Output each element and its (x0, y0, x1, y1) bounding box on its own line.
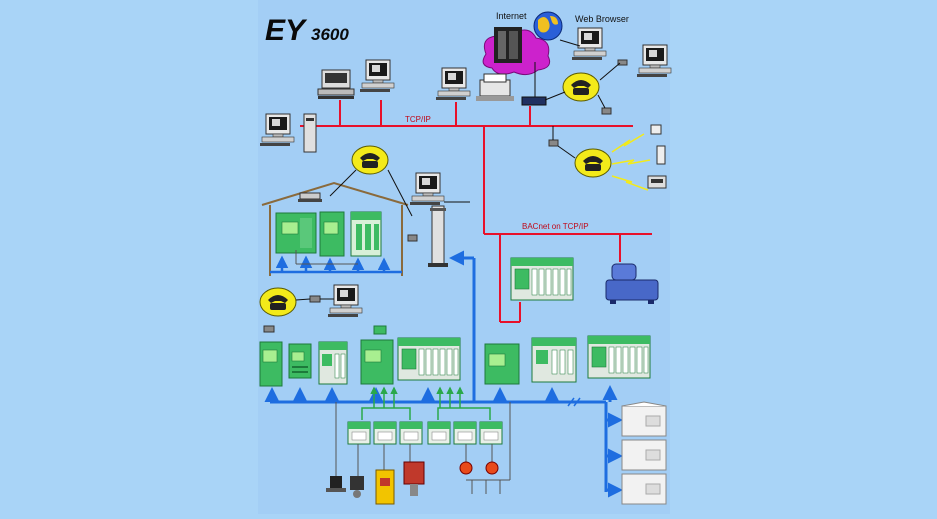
io-module-icon (479, 421, 503, 445)
io-module-icon (399, 421, 423, 445)
modem-icon (617, 59, 628, 66)
logo-icon: EY 3600 (265, 14, 349, 47)
tcpip-label: TCP/IP (405, 115, 431, 124)
controller-icon (360, 339, 394, 385)
actuator-icon (459, 461, 499, 475)
modem-icon (601, 107, 612, 115)
internet-label: Internet (496, 11, 527, 21)
io-module-icon (347, 421, 371, 445)
field-bus (264, 385, 623, 498)
tcpip-network: TCP/IP (300, 100, 633, 234)
pager-icon (650, 124, 662, 135)
room-unit-icon (373, 325, 387, 335)
controller-rack (397, 337, 461, 381)
logo-model: 3600 (311, 25, 349, 44)
modem-icon (309, 295, 321, 303)
bacnet-network: BACnet on TCP/IP (484, 222, 652, 323)
field-wiring (335, 402, 511, 494)
globe-icon (533, 11, 563, 41)
controller-rack (510, 257, 574, 301)
io-module-icon (427, 421, 451, 445)
house-bus (270, 255, 402, 274)
phone-icon (647, 175, 667, 189)
phone-icon (574, 148, 612, 178)
field-bus-riser (449, 250, 476, 402)
actuator-icon (403, 461, 425, 496)
actuator-icon (375, 469, 395, 505)
laptop-icon (298, 192, 322, 202)
modem-icon (263, 325, 275, 333)
workstation-icon (317, 69, 355, 99)
actuator-icon (326, 476, 346, 492)
controller-icon (288, 343, 312, 379)
room-unit-icon (621, 401, 667, 437)
actuator-icon (350, 476, 364, 498)
controller-icon (275, 212, 317, 254)
io-module-icon (350, 211, 382, 257)
workstation-icon (259, 113, 317, 153)
bacnet-label: BACnet on TCP/IP (522, 222, 589, 231)
controller-rack (587, 335, 651, 379)
pager-icon (656, 145, 666, 165)
phone-icon (259, 287, 297, 317)
io-module-icon (453, 421, 477, 445)
io-module-icon (373, 421, 397, 445)
controller-icon (484, 343, 520, 385)
io-link-group (361, 386, 491, 420)
modem-icon (407, 234, 418, 242)
web-browser-label: Web Browser (575, 14, 629, 24)
printer-icon (476, 73, 514, 101)
wireless-signal (611, 133, 651, 191)
tower-pc-icon (409, 172, 448, 267)
phone-icon (351, 145, 389, 175)
modem-icon (548, 139, 559, 147)
chiller-icon (605, 263, 659, 304)
phone-icon (562, 72, 600, 102)
logo-text: EY (265, 14, 308, 47)
room-unit-icon (621, 439, 667, 471)
controller-icon (319, 211, 345, 257)
room-unit-icon (621, 473, 667, 505)
building-outline (261, 181, 409, 276)
controller-icon (531, 337, 577, 383)
controller-icon (259, 341, 283, 387)
controller-icon (318, 341, 348, 385)
modem-icon (521, 96, 547, 106)
internet-server-icon (482, 27, 551, 76)
